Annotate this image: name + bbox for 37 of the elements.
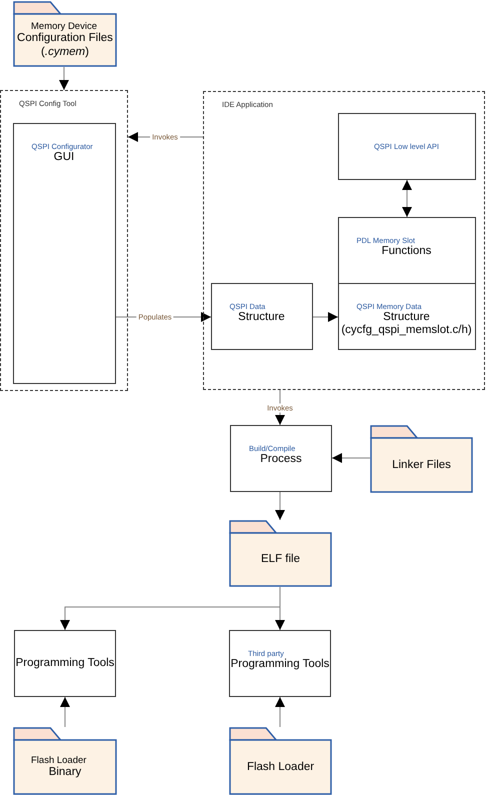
arrow [59,66,69,90]
folder-shape [229,727,332,795]
node-label: Process [260,453,302,467]
process-box [338,216,476,284]
folder-shape [370,425,473,493]
node-subtitle: Memory Device [31,21,97,32]
node-label: Structure [238,310,285,324]
process-box [338,112,476,180]
folder-shape [13,1,117,67]
dashed-group-box [203,91,485,390]
node-label: Programming Tools [230,658,330,672]
arrow [275,492,285,520]
arrow [332,453,370,463]
node-label: GUI [54,150,74,164]
folder-shape [229,520,332,587]
process-box [12,122,116,384]
node-label: Structure (cycfg_qspi_memslot.c/h) [340,310,473,338]
dashed-group-box [0,90,128,391]
arrow [312,312,338,322]
arrow [275,696,285,728]
node-label: ELF file [261,553,300,567]
arrow [402,180,412,218]
arrow [275,586,285,630]
node-label: Functions [382,244,432,258]
arrow [60,696,70,728]
node-label: Configuration Files (.cymem) [16,32,114,60]
process-box [14,630,116,697]
node-label: Binary [48,766,82,780]
node-label: Flash Loader [246,760,314,774]
node-label: Programming Tools [16,656,114,670]
node-subtitle: Flash Loader [31,755,86,766]
process-box [230,425,332,492]
folder-shape [13,727,117,795]
node-label: Linker Files [392,458,451,472]
process-box [338,282,476,350]
process-box [210,282,312,350]
process-box [229,630,331,697]
